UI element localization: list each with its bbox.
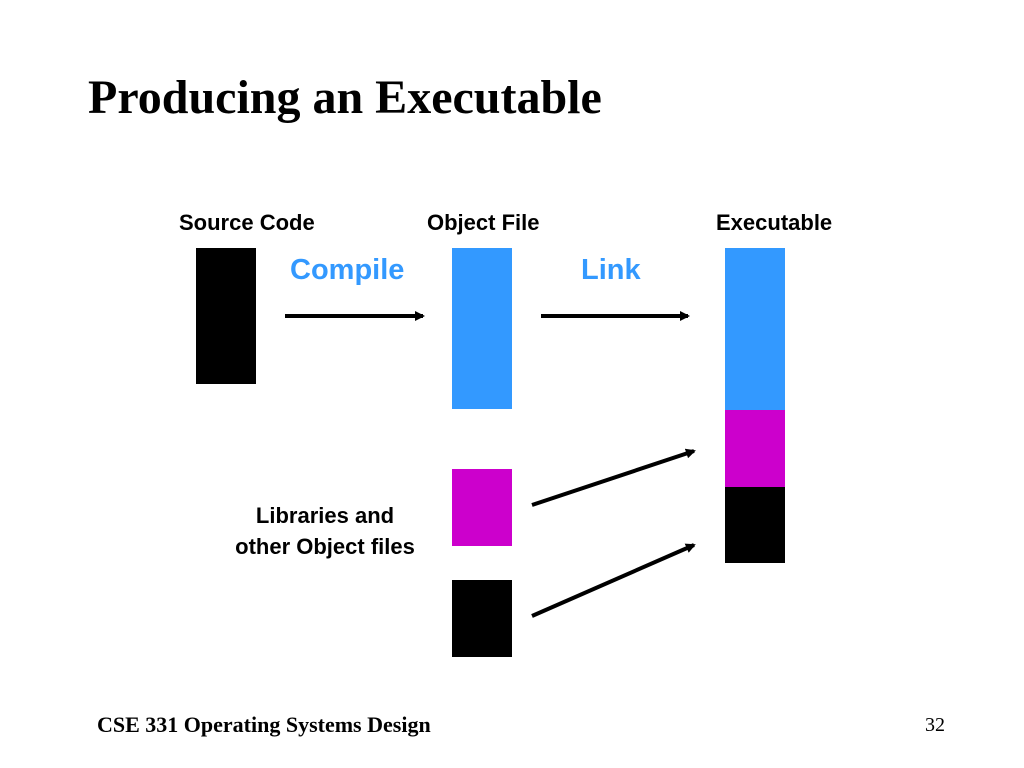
object-file-block xyxy=(452,248,512,409)
executable-library-segment-magenta xyxy=(725,410,785,487)
link-label: Link xyxy=(581,254,641,286)
libraries-label-line2: other Object files xyxy=(235,534,415,559)
source-code-label: Source Code xyxy=(179,210,315,235)
object-file-label: Object File xyxy=(427,210,540,235)
page-number: 32 xyxy=(925,714,945,736)
slide-footer: CSE 331 Operating Systems Design xyxy=(97,712,431,737)
library-block-black xyxy=(452,580,512,657)
library-magenta-arrow xyxy=(531,448,696,507)
executable-library-segment-black xyxy=(725,487,785,563)
libraries-label: Libraries and other Object files xyxy=(200,500,450,562)
slide-title: Producing an Executable xyxy=(88,71,602,124)
library-black-arrow xyxy=(531,543,696,618)
executable-object-segment xyxy=(725,248,785,410)
library-block-magenta xyxy=(452,469,512,546)
executable-label: Executable xyxy=(716,210,833,235)
libraries-label-line1: Libraries and xyxy=(255,503,395,528)
source-code-block xyxy=(196,248,256,384)
compile-label: Compile xyxy=(290,254,405,286)
